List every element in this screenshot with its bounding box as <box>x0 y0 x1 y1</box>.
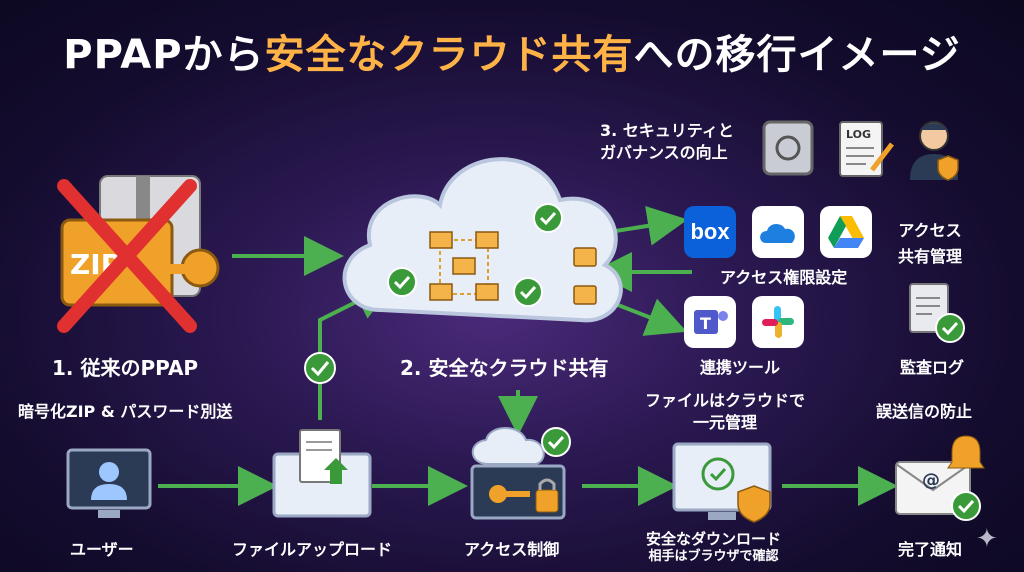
svg-text:@: @ <box>922 470 940 491</box>
envelope-icon <box>429 231 499 301</box>
access-share-label: アクセス 共有管理 <box>898 221 963 266</box>
slack-app-icon <box>752 296 804 348</box>
teams-app-icon: T <box>684 296 736 348</box>
audit-document-icon <box>909 283 965 343</box>
access-control-icon <box>470 427 571 520</box>
google-drive-app-icon <box>820 206 872 258</box>
box-app-icon: box <box>684 206 736 258</box>
misdelivery-label: 誤送信の防止 <box>876 402 973 421</box>
folder-icon <box>573 247 597 305</box>
svg-text:LOG: LOG <box>846 128 871 141</box>
tools-label: 連携ツール <box>700 358 781 377</box>
secure-download-icon <box>672 442 772 523</box>
legacy-description: 暗号化ZIP & パスワード別送 <box>18 402 233 421</box>
safe-icon <box>762 120 814 176</box>
onedrive-app-icon <box>752 206 804 258</box>
notification-mail-icon: @ <box>895 435 985 521</box>
upload-label: ファイルアップロード <box>232 540 393 559</box>
audit-log-label: 監査ログ <box>900 358 965 377</box>
access-control-label: アクセス制御 <box>464 540 560 559</box>
admin-user-icon <box>910 121 959 181</box>
user-label: ユーザー <box>70 540 134 559</box>
page-title: PPAPから安全なクラウド共有への移行イメージ <box>63 32 961 78</box>
cloud-graphic <box>342 157 623 323</box>
notification-label: 完了通知 <box>898 540 963 559</box>
log-document-icon: LOG <box>839 121 894 177</box>
legacy-heading: 1. 従来のPPAP <box>52 356 199 380</box>
check-icon <box>304 352 336 384</box>
file-central-note: ファイルはクラウドで 一元管理 <box>644 391 805 432</box>
check-icon <box>387 203 563 307</box>
user-computer-icon <box>66 448 152 518</box>
title-highlight: 安全なクラウド共有 <box>264 32 634 78</box>
sparkle-icon: ✦ <box>976 524 998 554</box>
legacy-zip-graphic: ZIP <box>57 175 220 333</box>
security-heading: 3. セキュリティと ガバナンスの向上 <box>600 121 734 162</box>
download-label: 安全なダウンロード 相手はブラウザで確認 <box>646 530 782 564</box>
cloud-heading: 2. 安全なクラウド共有 <box>400 356 609 380</box>
svg-text:T: T <box>700 314 711 333</box>
file-upload-icon <box>272 429 372 518</box>
access-permission-label: アクセス権限設定 <box>720 268 848 287</box>
